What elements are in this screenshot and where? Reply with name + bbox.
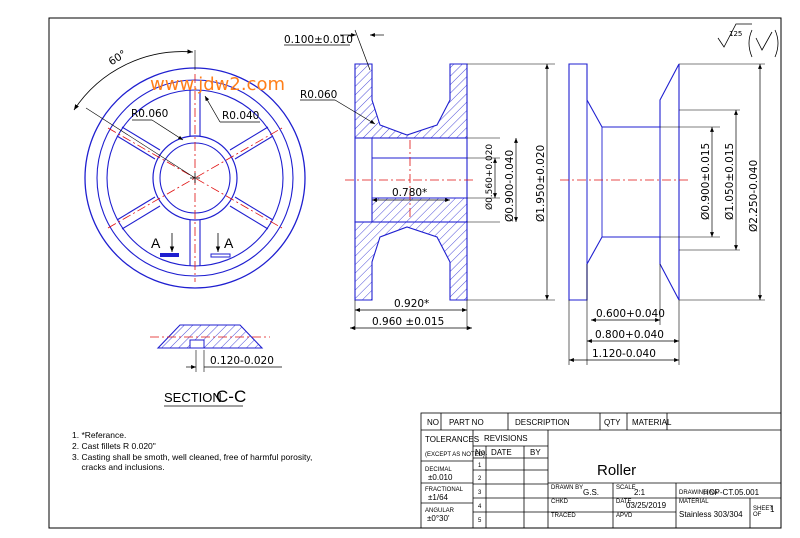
svg-text:±0°30': ±0°30' — [427, 514, 450, 523]
svg-text:FRACTIONAL: FRACTIONAL — [425, 487, 464, 493]
svg-text:1: 1 — [478, 463, 482, 469]
radius-040-label: R0.040 — [222, 110, 259, 122]
svg-text:DRAWN BY: DRAWN BY — [551, 485, 583, 491]
side-width-3: 1.120-0.040 — [592, 348, 656, 360]
svg-text:HCP-CT.05.001: HCP-CT.05.001 — [703, 488, 760, 497]
svg-text:QTY: QTY — [604, 418, 621, 427]
section-a-left: A — [151, 235, 161, 251]
svg-text:MATERIAL: MATERIAL — [679, 499, 709, 505]
svg-text:REVISIONS: REVISIONS — [484, 434, 528, 443]
svg-text:BY: BY — [530, 448, 541, 457]
notes: 1. *Referance. 2. Cast fillets R 0.020" … — [72, 430, 312, 472]
svg-text:TOLERANCES: TOLERANCES — [425, 435, 479, 444]
svg-text:DATE: DATE — [616, 499, 632, 505]
section-cc: 0.120-0.020 SECTION C-C — [150, 324, 282, 407]
section-cc-title-b: C-C — [216, 387, 246, 406]
svg-text:5: 5 — [478, 518, 482, 524]
svg-text:2: 2 — [478, 476, 482, 482]
side-diameter-1: Ø0.900±0.015 — [700, 143, 712, 220]
svg-text:4: 4 — [478, 504, 482, 510]
hub-length: 0.920* — [394, 298, 429, 310]
svg-text:±0.010: ±0.010 — [428, 473, 453, 482]
hub-diameter: Ø0.900-0.040 — [504, 150, 516, 222]
side-width-2: 0.800+0.040 — [595, 329, 664, 341]
sheet-border — [48, 17, 782, 529]
side-width-1: 0.600+0.040 — [596, 308, 665, 320]
side-view: Ø0.900±0.015 Ø1.050±0.015 Ø2.250-0.040 0… — [560, 23, 779, 365]
outer-diameter: Ø1.950±0.020 — [535, 145, 547, 222]
svg-text:1: 1 — [770, 505, 775, 514]
side-diameter-2: Ø1.050±0.015 — [724, 143, 736, 220]
svg-text:DATE: DATE — [491, 448, 512, 457]
svg-text:2:1: 2:1 — [634, 488, 646, 497]
side-diameter-3: Ø2.250-0.040 — [748, 160, 760, 232]
top-tolerance: 0.100±0.010 — [284, 34, 353, 46]
section-cc-dim: 0.120-0.020 — [210, 355, 274, 367]
svg-text:ANGULAR: ANGULAR — [425, 508, 455, 514]
svg-text:03/25/2019: 03/25/2019 — [626, 501, 667, 510]
svg-text:3: 3 — [478, 490, 482, 496]
svg-text:±1/64: ±1/64 — [428, 493, 449, 502]
svg-text:PART NO: PART NO — [449, 418, 484, 427]
svg-text:CHKD: CHKD — [551, 499, 569, 505]
svg-text:MATERIAL: MATERIAL — [632, 418, 672, 427]
part-title: Roller — [597, 462, 636, 479]
svg-text:No.: No. — [475, 448, 487, 457]
watermark: www.jdw2.com — [150, 74, 285, 95]
svg-text:TRACED: TRACED — [551, 513, 576, 519]
note-4: cracks and inclusions. — [72, 462, 165, 472]
title-block — [420, 412, 782, 529]
surface-finish: 125 — [729, 30, 742, 38]
note-1: 1. *Referance. — [72, 430, 126, 440]
section-a-right: A — [224, 235, 234, 251]
overall-length: 0.960 ±0.015 — [372, 316, 444, 328]
svg-text:SHEET: SHEET — [753, 506, 773, 512]
bore-length: 0.780* — [392, 187, 427, 199]
title-block-text: NO PART NO DESCRIPTION QTY MATERIAL TOLE… — [425, 418, 775, 524]
radius-060-label: R0.060 — [131, 108, 168, 120]
svg-text:DECIMAL: DECIMAL — [425, 467, 452, 473]
svg-text:Stainless 303/304: Stainless 303/304 — [679, 510, 743, 519]
svg-text:G.S.: G.S. — [583, 488, 599, 497]
svg-text:OF: OF — [753, 512, 762, 518]
section-cc-title-a: SECTION — [164, 390, 222, 405]
note-3: 3. Casting shall be smoth, well cleaned,… — [72, 452, 312, 462]
svg-text:SCALE: SCALE — [616, 485, 636, 491]
svg-text:DESCRIPTION: DESCRIPTION — [515, 418, 570, 427]
note-2: 2. Cast fillets R 0.020" — [72, 441, 156, 451]
svg-text:APVD: APVD — [616, 513, 633, 519]
section-view: 0.100±0.010 R0.060 0.780* 0.920* 0.960 ±… — [284, 29, 555, 330]
front-view: 60° R0.060 R0.040 A A — [73, 48, 306, 289]
svg-text:NO: NO — [427, 418, 439, 427]
svg-text:DRAWING No.: DRAWING No. — [679, 490, 719, 496]
section-radius: R0.060 — [300, 89, 337, 101]
svg-text:(EXCEPT AS NOTED): (EXCEPT AS NOTED) — [425, 452, 485, 458]
bore-diameter: Ø0.560+0.020 — [484, 144, 495, 210]
